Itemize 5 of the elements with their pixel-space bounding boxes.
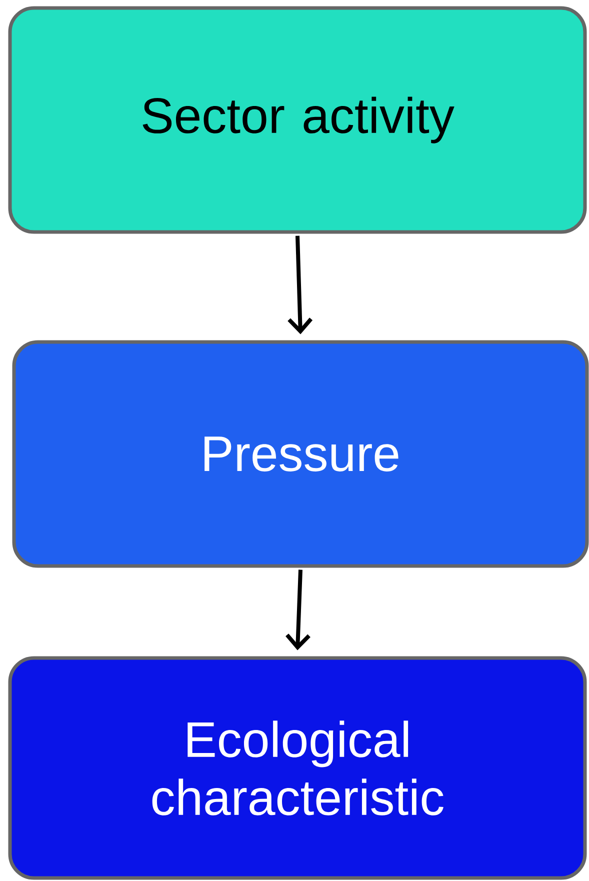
arrow — [288, 236, 313, 334]
process-box: Ecological characteristic — [8, 656, 587, 880]
arrow — [286, 570, 310, 650]
process-box: Pressure — [12, 340, 589, 568]
process-box: Sector activity — [8, 6, 587, 234]
